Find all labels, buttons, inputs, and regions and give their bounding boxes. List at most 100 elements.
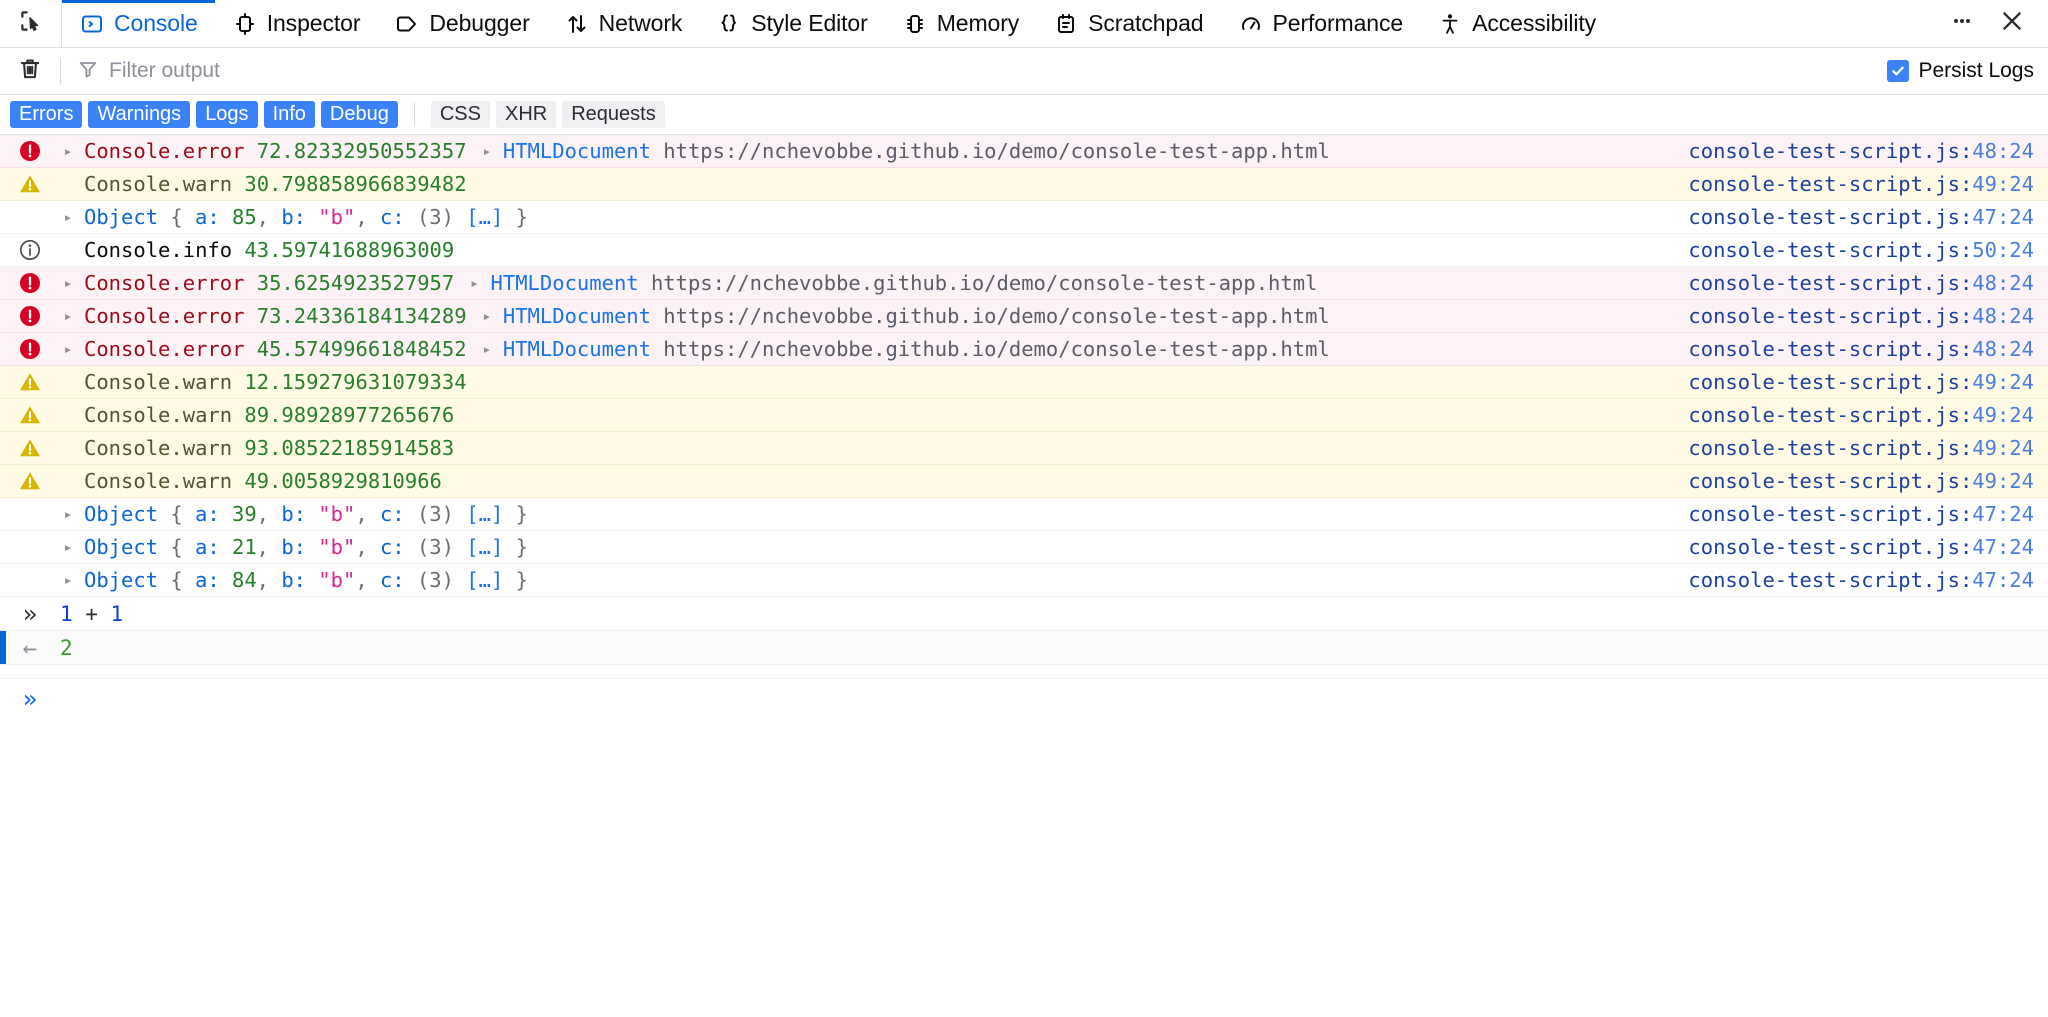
source-link[interactable]: console-test-script.js:48:24 (1688, 304, 2034, 328)
node-label[interactable]: HTMLDocument (502, 337, 651, 361)
persist-logs-label: Persist Logs (1918, 59, 2034, 82)
object-value-a: 85 (231, 205, 257, 229)
tab-scratchpad[interactable]: Scratchpad (1036, 0, 1220, 47)
persist-logs-toggle[interactable]: Persist Logs (1887, 59, 2034, 83)
source-file: console-test-script.js (1688, 403, 1960, 427)
performance-icon (1238, 11, 1264, 37)
message-method: Console.warn (84, 370, 233, 394)
expand-twisty-icon[interactable]: ▸ (63, 274, 73, 292)
expand-twisty-icon[interactable]: ▸ (63, 505, 73, 523)
source-line-col: 49:24 (1972, 436, 2034, 460)
object-array-ellipsis[interactable]: […] (466, 568, 504, 592)
filter-pill-xhr[interactable]: XHR (495, 101, 557, 128)
close-devtools-button[interactable] (1990, 2, 2034, 46)
more-options-button[interactable] (1940, 2, 1984, 46)
persist-logs-checkbox[interactable] (1887, 60, 1910, 82)
element-picker-button[interactable] (0, 0, 62, 47)
tab-performance[interactable]: Performance (1221, 0, 1421, 47)
expression-operand-left: 1 (60, 601, 73, 626)
message-method: Console.warn (84, 172, 233, 196)
console-row-log[interactable]: ▸ Object{a:84,b:"b",c:(3)[…]} console-te… (0, 564, 2048, 597)
node-twisty-icon[interactable]: ▸ (482, 142, 492, 160)
tab-debugger[interactable]: Debugger (377, 0, 546, 47)
brace-open: { (170, 535, 183, 559)
network-icon (564, 11, 590, 37)
source-link[interactable]: console-test-script.js:49:24 (1688, 172, 2034, 196)
object-label[interactable]: Object (84, 502, 159, 526)
filter-input[interactable]: Filter output (61, 58, 1887, 85)
node-label[interactable]: HTMLDocument (502, 304, 651, 328)
expand-twisty-icon[interactable]: ▸ (63, 571, 73, 589)
object-array-ellipsis[interactable]: […] (466, 535, 504, 559)
filter-pill-css[interactable]: CSS (430, 101, 490, 128)
source-link[interactable]: console-test-script.js:48:24 (1688, 271, 2034, 295)
source-link[interactable]: console-test-script.js:48:24 (1688, 337, 2034, 361)
source-link[interactable]: console-test-script.js:48:24 (1688, 139, 2034, 163)
source-link[interactable]: console-test-script.js:47:24 (1688, 205, 2034, 229)
expand-twisty-icon[interactable]: ▸ (63, 307, 73, 325)
object-value-b: "b" (318, 568, 356, 592)
console-row-log[interactable]: ▸ Object{a:85,b:"b",c:(3)[…]} console-te… (0, 201, 2048, 234)
source-line-col: 47:24 (1972, 205, 2034, 229)
tab-console[interactable]: Console (62, 0, 215, 47)
tab-inspector[interactable]: Inspector (215, 0, 378, 47)
expand-twisty-icon[interactable]: ▸ (63, 208, 73, 226)
node-twisty-icon[interactable]: ▸ (482, 340, 492, 358)
console-row-log[interactable]: ▸ Object{a:39,b:"b",c:(3)[…]} console-te… (0, 498, 2048, 531)
object-array-ellipsis[interactable]: […] (466, 205, 504, 229)
source-link[interactable]: console-test-script.js:47:24 (1688, 535, 2034, 559)
object-value-a: 84 (231, 568, 257, 592)
tab-style-editor[interactable]: Style Editor (699, 0, 884, 47)
source-link[interactable]: console-test-script.js:49:24 (1688, 403, 2034, 427)
object-label[interactable]: Object (84, 568, 159, 592)
object-label[interactable]: Object (84, 205, 159, 229)
message-value: 43.59741688963009 (244, 238, 455, 262)
tab-label: Network (598, 10, 683, 36)
filter-pill-requests[interactable]: Requests (562, 101, 665, 128)
filter-pill-info[interactable]: Info (263, 101, 315, 128)
source-link[interactable]: console-test-script.js:50:24 (1688, 238, 2034, 262)
object-label[interactable]: Object (84, 535, 159, 559)
console-result-row[interactable]: ← 2 (0, 631, 2048, 665)
expand-twisty-icon[interactable]: ▸ (63, 142, 73, 160)
close-icon (1998, 7, 2026, 40)
tab-network[interactable]: Network (547, 0, 700, 47)
source-link[interactable]: console-test-script.js:49:24 (1688, 436, 2034, 460)
object-array-ellipsis[interactable]: […] (466, 502, 504, 526)
source-link[interactable]: console-test-script.js:47:24 (1688, 502, 2034, 526)
node-label[interactable]: HTMLDocument (502, 139, 651, 163)
clear-console-button[interactable] (0, 56, 60, 87)
source-link[interactable]: console-test-script.js:47:24 (1688, 568, 2034, 592)
source-link[interactable]: console-test-script.js:49:24 (1688, 469, 2034, 493)
filter-pill-logs[interactable]: Logs (196, 101, 258, 128)
console-row-log[interactable]: ▸ Object{a:21,b:"b",c:(3)[…]} console-te… (0, 531, 2048, 564)
tab-accessibility[interactable]: Accessibility (1420, 0, 1613, 47)
expand-twisty-icon[interactable]: ▸ (63, 538, 73, 556)
message-value: 35.6254923527957 (256, 271, 455, 295)
filter-pill-debug[interactable]: Debug (320, 101, 398, 128)
comma: , (256, 568, 270, 592)
filter-pill-errors[interactable]: Errors (10, 101, 83, 128)
expand-twisty-icon[interactable]: ▸ (63, 340, 73, 358)
node-twisty-icon[interactable]: ▸ (470, 274, 480, 292)
console-input-row[interactable]: » (0, 679, 2048, 719)
source-link[interactable]: console-test-script.js:49:24 (1688, 370, 2034, 394)
console-input-echo-row[interactable]: » 1+1 (0, 597, 2048, 631)
scratchpad-icon (1053, 11, 1079, 37)
object-key-a: a: (195, 502, 220, 526)
node-twisty-icon[interactable]: ▸ (482, 307, 492, 325)
node-label[interactable]: HTMLDocument (490, 271, 639, 295)
filter-pill-warnings[interactable]: Warnings (88, 101, 191, 128)
tab-memory[interactable]: Memory (885, 0, 1036, 47)
